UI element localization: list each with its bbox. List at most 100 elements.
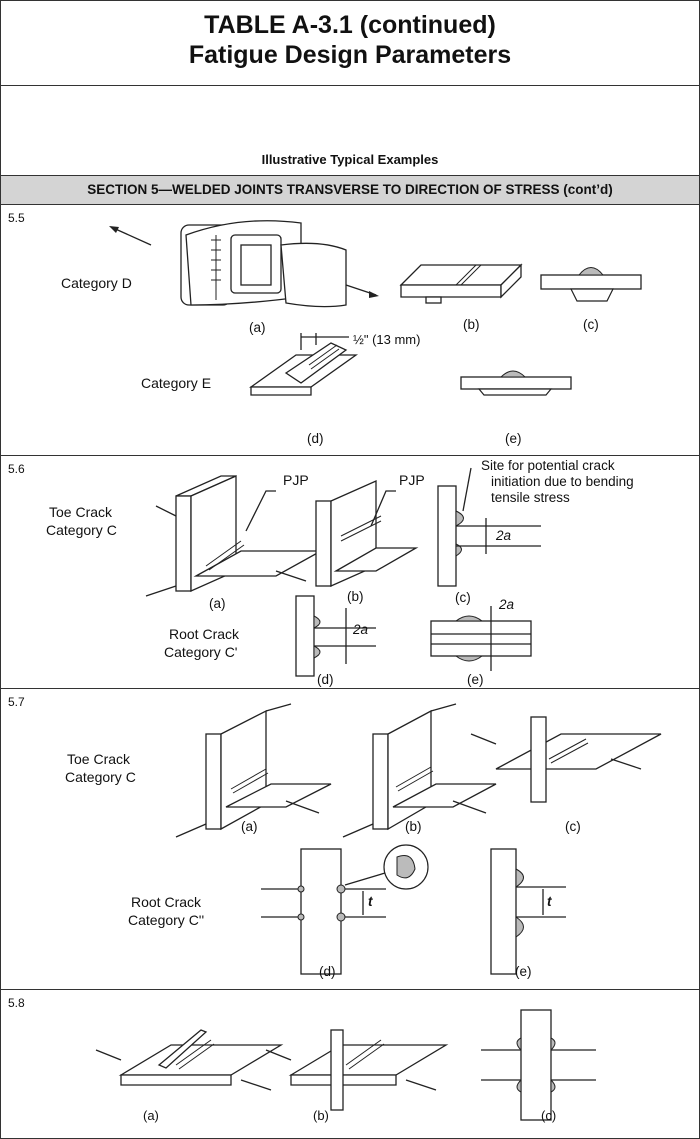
toe-crack-label: Toe Crack (49, 504, 113, 520)
toe-crack-category: Category C (65, 769, 136, 785)
table-title-line-2: Fatigue Design Parameters (188, 41, 512, 69)
stress-arrow (95, 1049, 122, 1061)
figure-5-8-b (265, 1029, 449, 1111)
caption-d: (d) (319, 964, 336, 979)
root-crack-category: Category C' (164, 644, 238, 660)
plate-side (500, 263, 522, 299)
stress-arrow (610, 758, 642, 770)
stress-arrow (430, 703, 457, 712)
box-inner (240, 244, 272, 286)
caption-b: (b) (463, 317, 480, 332)
category-d-label: Category D (61, 275, 132, 291)
vertical-plate (315, 500, 332, 587)
dimension-2a-c: 2a (496, 528, 512, 543)
dimension-t-e: t (547, 894, 552, 909)
plate-section (520, 1009, 552, 1121)
caption-b: (b) (405, 819, 422, 834)
caption-b: (b) (347, 589, 364, 604)
caption-a: (a) (241, 819, 258, 834)
stress-arrow (452, 800, 487, 814)
figure-5-6-d (295, 595, 376, 677)
stress-arrow (275, 570, 307, 582)
weld-bead (577, 267, 605, 276)
figure-5-7-c (470, 716, 662, 803)
weld-top (454, 615, 484, 622)
weld-top (515, 868, 524, 888)
figure-5-8 (95, 1009, 596, 1121)
table-title-line-1: TABLE A-3.1 (continued) (204, 11, 496, 39)
weld-bottom (313, 645, 321, 659)
stress-arrow (145, 585, 177, 597)
horizontal-plate (392, 783, 497, 808)
stress-arrow (342, 823, 374, 838)
vertical-plate-front (175, 495, 192, 592)
plate-section (460, 376, 572, 390)
root-crack-category: Category C'' (128, 912, 205, 928)
base-plate-front (250, 386, 312, 396)
stress-arrow (470, 733, 497, 745)
stress-arrow (405, 1079, 437, 1091)
frame-right (280, 242, 347, 308)
detail-weld (396, 855, 416, 879)
dimension-label: ½" (13 mm) (353, 332, 421, 347)
weld-bottom (455, 543, 462, 557)
weld-top (313, 615, 321, 629)
plate-section (295, 595, 315, 677)
weld-bottom (454, 655, 484, 662)
attachment (477, 388, 553, 396)
through-plate (330, 1029, 344, 1111)
row-number: 5.6 (8, 462, 25, 476)
site-note-line-2: initiation due to bending (491, 474, 634, 489)
stress-arrow (265, 703, 292, 712)
plate-section (540, 274, 642, 290)
plate-top (399, 264, 523, 286)
root-crack-label: Root Crack (169, 626, 240, 642)
caption-a: (a) (209, 596, 226, 611)
column-heading: Illustrative Typical Examples (1, 85, 699, 176)
plate-front (400, 284, 502, 298)
attached-plate (284, 342, 348, 384)
caption-b: (b) (313, 1108, 329, 1123)
horizontal-plate (225, 783, 332, 808)
caption-c: (c) (541, 1108, 557, 1123)
caption-c: (c) (583, 317, 599, 332)
horizontal-plate-front (120, 1074, 232, 1086)
figure-5-7-e (490, 848, 566, 975)
stress-arrow (265, 1049, 292, 1061)
caption-e: (e) (505, 431, 522, 446)
plate-pair (430, 620, 532, 657)
stress-arrow (285, 800, 320, 814)
caption-e: (e) (515, 964, 532, 979)
figure-5-5-e (460, 370, 572, 396)
row-5-6: 5.6 (1, 456, 699, 689)
weld-bottom (515, 916, 524, 938)
figure-5-8-c (481, 1009, 596, 1121)
plate-section (490, 848, 517, 975)
figure-5-8-a (95, 1029, 284, 1091)
figure-5-7 (175, 703, 662, 975)
stress-arrow-left (110, 226, 152, 246)
pjp-leader (370, 490, 396, 527)
weld-top (455, 510, 464, 527)
vertical-plate (372, 733, 389, 830)
root-crack-label: Root Crack (131, 894, 202, 910)
stress-arrow (155, 505, 177, 517)
toe-crack-category: Category C (46, 522, 117, 538)
weld-bead (499, 370, 527, 378)
table-title: TABLE A-3.1 (continued) Fatigue Design P… (1, 1, 699, 86)
pjp-label-a: PJP (283, 472, 309, 488)
illustrative-examples-heading: Illustrative Typical Examples (261, 152, 439, 167)
caption-c: (c) (455, 590, 471, 605)
section-5-band: SECTION 5—WELDED JOINTS TRANSVERSE TO DI… (1, 176, 699, 205)
detail-leader (344, 872, 386, 886)
stress-arrow (175, 823, 207, 838)
arrow-head (369, 291, 379, 298)
plate-section (437, 485, 457, 587)
dimension-2a-e: 2a (499, 597, 515, 612)
figure-5-6-c (437, 467, 541, 587)
vertical-plate-side (220, 709, 267, 831)
caption-a: (a) (249, 320, 266, 335)
caption-e: (e) (467, 672, 484, 687)
backing-bar (425, 296, 442, 304)
